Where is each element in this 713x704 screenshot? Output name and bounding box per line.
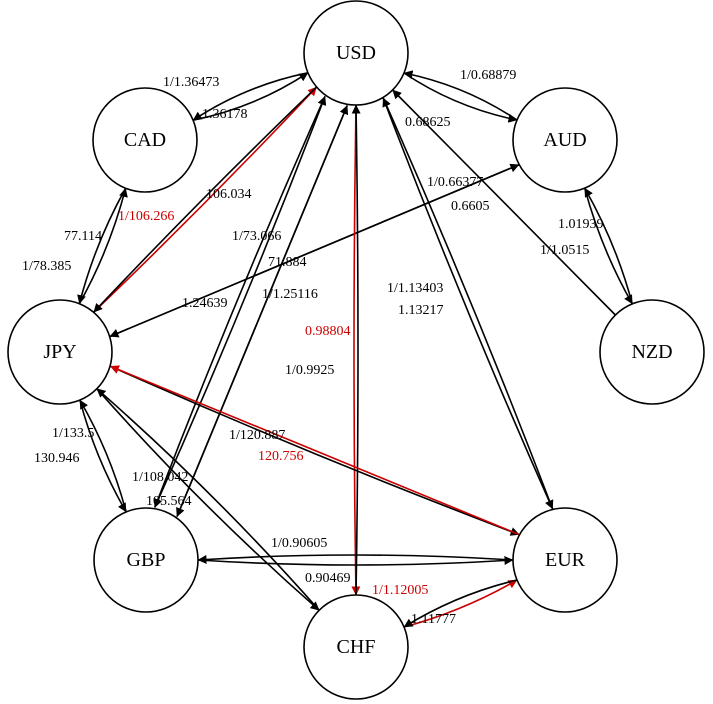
edge-label-gbp-to-usd: 1.24639 [182, 296, 228, 311]
node-aud: AUD [512, 87, 618, 193]
node-label-eur: EUR [545, 549, 586, 571]
node-nzd: NZD [599, 299, 705, 405]
edge-jpy-to-eur [110, 365, 520, 536]
edge-label-aud-to-jpy: 0.6605 [451, 199, 490, 214]
node-label-cad: CAD [124, 129, 166, 151]
edge-label-cad-to-jpy: 1/78.385 [22, 259, 71, 274]
edge-jpy-to-gbp [79, 399, 127, 513]
node-circle-jpy [7, 299, 113, 405]
edge-aud-to-jpy [109, 163, 520, 338]
edge-label-eur-to-chf: 1.11777 [411, 612, 456, 627]
edge-chf-to-eur [403, 579, 518, 628]
edge-label-jpy-to-eur: 1/120.887 [229, 428, 285, 443]
edge-usd-to-cad [192, 72, 309, 121]
edge-usd-to-gbp [176, 105, 348, 518]
node-usd: USD [303, 0, 409, 106]
edge-label-usd-to-cad: 1.36178 [202, 107, 248, 122]
edge-label-chf-to-usd: 1/0.9925 [285, 363, 334, 378]
edge-label-eur-to-usd: 1.13217 [398, 303, 444, 318]
edge-label-usd-to-gbp: 1/1.25116 [262, 287, 318, 302]
node-cad: CAD [92, 87, 198, 193]
node-circle-gbp [93, 507, 199, 613]
node-circle-aud [512, 87, 618, 193]
edge-label-chf-to-jpy: 105.564 [146, 494, 192, 509]
node-label-gbp: GBP [127, 549, 166, 571]
edge-aud-to-usd [403, 70, 518, 121]
edge-label-aud-to-nzd: 1.01939 [558, 217, 604, 232]
edge-jpy-to-chf [96, 388, 320, 611]
node-jpy: JPY [7, 299, 113, 405]
edge-label-jpy-to-cad: 77.114 [64, 229, 102, 244]
edge-label-nzd-to-aud: 1/1.0515 [540, 243, 589, 258]
edge-label-usd-to-chf: 0.98804 [305, 324, 351, 339]
edge-label-usd-to-gbp: 71.884 [268, 255, 307, 270]
edge-label-jpy-to-chf: 1/108.042 [132, 470, 188, 485]
edge-gbp-to-eur [197, 556, 514, 566]
edge-usd-to-jpy [93, 86, 318, 313]
edge-label-gbp-to-eur: 1/0.90605 [271, 536, 327, 551]
edge-label-usd-to-aud: 1/0.68879 [460, 68, 516, 83]
node-chf: CHF [303, 594, 409, 700]
edge-label-gbp-to-usd: 1/73.066 [232, 229, 281, 244]
edge-label-eur-to-jpy: 120.756 [258, 449, 304, 464]
edge-nzd-to-aud [584, 187, 634, 305]
edge-usd-to-gbp [153, 96, 326, 508]
edge-eur-to-gbp [197, 554, 514, 564]
edge-label-jpy-to-aud: 1/0.66377 [427, 175, 483, 190]
edge-labels: 1/1.36473 1.36178 1/0.68879 0.68625 1/106.26… [22, 68, 604, 627]
edge-gbp-to-jpy [79, 399, 127, 513]
node-label-usd: USD [336, 42, 376, 64]
edge-eur-to-usd [382, 97, 554, 510]
node-label-jpy: JPY [43, 341, 76, 363]
node-label-chf: CHF [337, 636, 376, 658]
edge-label-usd-to-jpy: 106.034 [206, 187, 252, 202]
edge-chf-to-usd [351, 104, 361, 596]
node-circle-nzd [599, 299, 705, 405]
edge-label-eur-to-gbp: 0.90469 [305, 571, 351, 586]
edge-jpy-to-cad [78, 187, 128, 305]
edge-chf-to-jpy [96, 388, 320, 611]
node-label-nzd: NZD [631, 341, 672, 363]
edge-cad-to-usd [192, 72, 309, 121]
edge-jpy-to-usd [93, 86, 318, 313]
node-circle-usd [303, 0, 409, 106]
edges [77, 70, 634, 628]
edge-label-usd-to-eur: 1/1.13403 [387, 281, 443, 296]
node-label-aud: AUD [543, 129, 586, 151]
node-gbp: GBP [93, 507, 199, 613]
edge-usd-to-aud [403, 72, 518, 123]
nodes: USD CAD AUD JPY NZD GBP EUR CHF [7, 0, 705, 700]
edge-label-chf-to-eur: 1/1.12005 [372, 583, 428, 598]
node-circle-chf [303, 594, 409, 700]
edge-nzd-to-usd [392, 89, 616, 316]
node-eur: EUR [512, 507, 618, 613]
edge-label-aud-to-usd: 0.68625 [405, 115, 451, 130]
edge-label-gbp-to-jpy: 1/133.5 [52, 426, 94, 441]
edge-eur-to-chf [403, 579, 518, 628]
edge-label-jpy-to-usd: 1/106.266 [118, 209, 174, 224]
node-circle-cad [92, 87, 198, 193]
edge-cad-to-jpy [77, 187, 127, 305]
node-circle-eur [512, 507, 618, 613]
edge-gbp-to-usd [154, 95, 327, 508]
edge-usd-to-chf [351, 104, 361, 596]
edge-label-jpy-to-gbp: 130.946 [34, 451, 80, 466]
edge-usd-to-eur [382, 97, 554, 510]
edge-label-cad-to-usd: 1/1.36473 [163, 75, 219, 90]
edge-aud-to-nzd [583, 187, 633, 305]
edge-eur-to-jpy [109, 365, 520, 536]
